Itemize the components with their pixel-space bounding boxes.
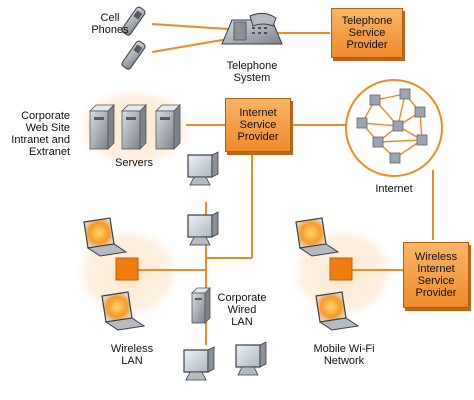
servers-label: Servers — [115, 157, 153, 169]
telephone-icon — [221, 12, 283, 45]
server-tower-icon — [191, 287, 211, 324]
laptop-icon — [295, 217, 340, 257]
server-icon — [155, 104, 181, 150]
server-icon — [121, 104, 147, 150]
wireless-lan-label: Wireless LAN — [110, 343, 154, 367]
wireless-access-point-icon — [115, 257, 139, 281]
mobile-wifi-network-label: Mobile Wi-Fi Network — [313, 343, 375, 367]
desktop-computer-icon — [187, 151, 219, 186]
corporate-web-site-label: Corporate Web Site Intranet and Extranet — [11, 110, 70, 158]
cell-phone-icon — [121, 40, 146, 70]
laptop-icon — [101, 291, 146, 331]
wireless-internet-service-provider-box: Wireless Internet Service Provider — [403, 242, 469, 308]
telephone-system-label: Telephone System — [226, 60, 278, 84]
cell-phone-icon — [121, 6, 146, 36]
cell-phones-label: Cell Phones — [91, 12, 129, 36]
internet-service-provider-box: Internet Service Provider — [225, 98, 291, 152]
desktop-computer-icon — [235, 341, 267, 376]
laptop-icon — [315, 291, 360, 331]
internet-globe — [345, 79, 443, 177]
corporate-wired-lan-label: Corporate Wired LAN — [217, 292, 267, 328]
wireless-access-point-icon — [329, 257, 353, 281]
desktop-computer-icon — [183, 346, 215, 381]
desktop-computer-icon — [187, 211, 219, 246]
internet-label: Internet — [375, 183, 413, 195]
laptop-icon — [83, 217, 128, 257]
server-icon — [89, 104, 115, 150]
telephone-service-provider-box: Telephone Service Provider — [331, 8, 403, 58]
